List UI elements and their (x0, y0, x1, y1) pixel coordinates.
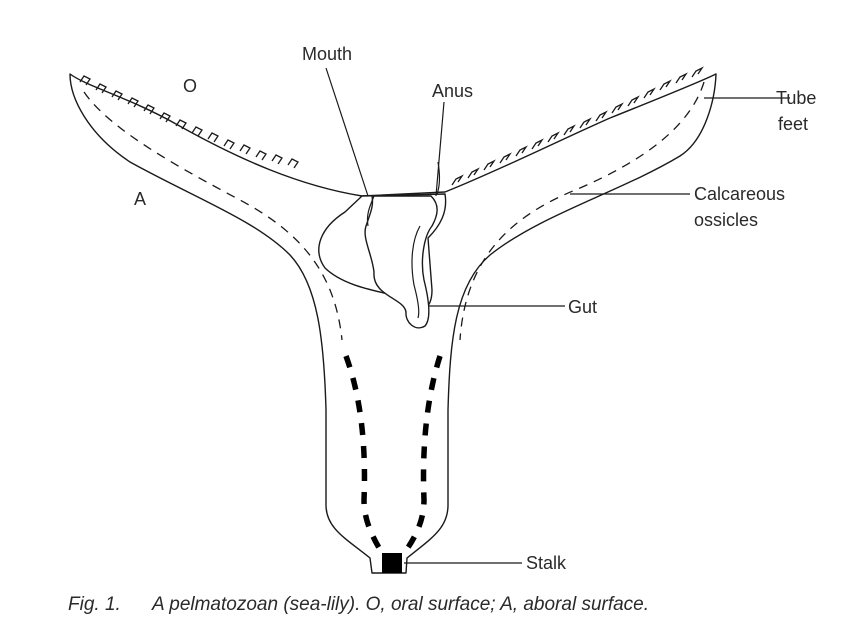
label-oral: O (183, 76, 197, 96)
ossicle-layer-left (83, 91, 343, 341)
figure-number: Fig. 1. (68, 594, 121, 615)
label-stalk: Stalk (526, 553, 567, 573)
ossicle-layer-right (459, 81, 705, 341)
stalk-canal-right (399, 355, 443, 558)
label-gut: Gut (568, 297, 597, 317)
caption-text: A pelmatozoan (sea-lily). O, oral surfac… (152, 594, 650, 615)
body-outline (69, 73, 717, 574)
label-tube-feet-2: feet (778, 114, 808, 134)
stalk-block (382, 553, 402, 573)
stalk-canal-left (343, 355, 387, 558)
tube-feet-right (451, 66, 704, 186)
figure-caption: Fig. 1. A pelmatozoan (sea-lily). O, oral… (68, 594, 649, 616)
label-ossicles-2: ossicles (694, 210, 758, 230)
tube-feet-left (79, 75, 299, 169)
mouth-leader (325, 67, 369, 197)
anus-leader (435, 101, 445, 197)
label-aboral: A (134, 189, 146, 209)
label-tube-feet-1: Tube (776, 88, 816, 108)
gut-inner-line (411, 225, 421, 319)
label-mouth: Mouth (302, 44, 352, 64)
label-ossicles-1: Calcareous (694, 184, 785, 204)
label-anus: Anus (432, 81, 473, 101)
mouth-tube (366, 195, 375, 227)
